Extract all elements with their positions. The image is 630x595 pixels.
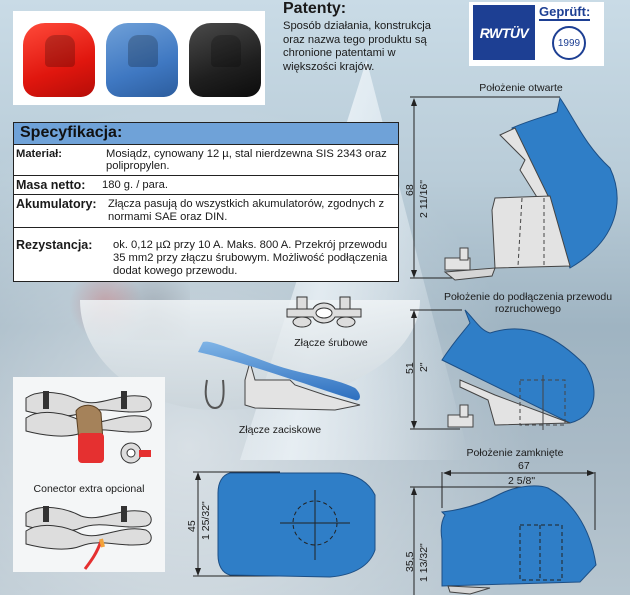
jump-position-drawing	[410, 309, 595, 430]
spec-row-net-weight: Masa netto: 180 g. / para.	[14, 176, 398, 195]
blue-connector-cover	[106, 23, 178, 97]
extra-connector-top-drawing	[25, 391, 152, 464]
closed-width-mm: 67	[518, 460, 530, 472]
patents-text: Sposób działania, konstrukcja oraz nazwa…	[283, 20, 432, 73]
spec-value: Złącza pasują do wszystkich akumulatorów…	[108, 198, 385, 223]
extra-connector-panel: Conector extra opcional	[13, 377, 165, 572]
rwtuv-brand: RWTÜV	[473, 5, 535, 60]
spec-label: Masa netto:	[16, 178, 86, 192]
closed-width-in: 2 5/8"	[508, 475, 536, 487]
spec-value: 180 g. / para.	[102, 179, 168, 191]
closed-height-in: 1 13/32"	[418, 543, 430, 582]
clamp-connector-drawing	[198, 341, 361, 411]
open-position-drawing	[410, 96, 618, 281]
spec-row-material: Materiał: Mosiądz, cynowany 12 µ, stal n…	[14, 145, 398, 176]
specification-table: Specyfikacja: Materiał: Mosiądz, cynowan…	[13, 122, 399, 282]
extra-connector-bottom-drawing	[25, 506, 152, 570]
red-connector-cover	[23, 23, 95, 97]
closed-position-title: Położenie zamknięte	[466, 447, 564, 459]
spec-row-resistance: Rezystancja: ok. 0,12 µΩ przy 10 A. Maks…	[14, 228, 398, 281]
clamp-connector-label: Złącze zaciskowe	[238, 424, 322, 436]
spec-value: Mosiądz, cynowany 12 µ, stal nierdzewna …	[106, 148, 387, 172]
screw-connector-drawing	[286, 296, 362, 328]
open-position-title: Położenie otwarte	[479, 82, 563, 94]
closed-position-drawing	[410, 470, 597, 595]
screw-connector-label: Złącze śrubowe	[294, 337, 368, 349]
spec-value: ok. 0,12 µΩ przy 10 A. Maks. 800 A. Prze…	[113, 239, 388, 277]
jump-position-title: Położenie do podłączenia przewodu rozruc…	[443, 291, 613, 315]
jump-height-mm: 51	[404, 362, 416, 374]
certification-label: Geprüft:	[539, 4, 591, 21]
spec-label: Rezystancja:	[16, 238, 93, 252]
spec-label: Materiał:	[16, 148, 63, 160]
top-view-drawing	[193, 471, 376, 578]
black-connector-cover	[189, 23, 261, 97]
certification-year: 1999	[552, 26, 586, 60]
extra-connector-label: Conector extra opcional	[33, 483, 145, 495]
top-width-in: 1 25/32"	[200, 501, 212, 540]
product-photo	[13, 11, 265, 105]
patents-title: Patenty:	[283, 0, 347, 17]
spec-label: Akumulatory:	[16, 197, 97, 211]
specification-title: Specyfikacja:	[14, 123, 398, 145]
jump-height-in: 2"	[418, 362, 430, 372]
top-width-mm: 45	[186, 520, 198, 532]
open-height-mm: 68	[404, 184, 416, 196]
rwtuv-certification-logo: RWTÜV Geprüft: 1999	[469, 2, 604, 66]
spec-row-batteries: Akumulatory: Złącza pasują do wszystkich…	[14, 195, 398, 228]
open-height-in: 2 11/16"	[418, 180, 430, 218]
